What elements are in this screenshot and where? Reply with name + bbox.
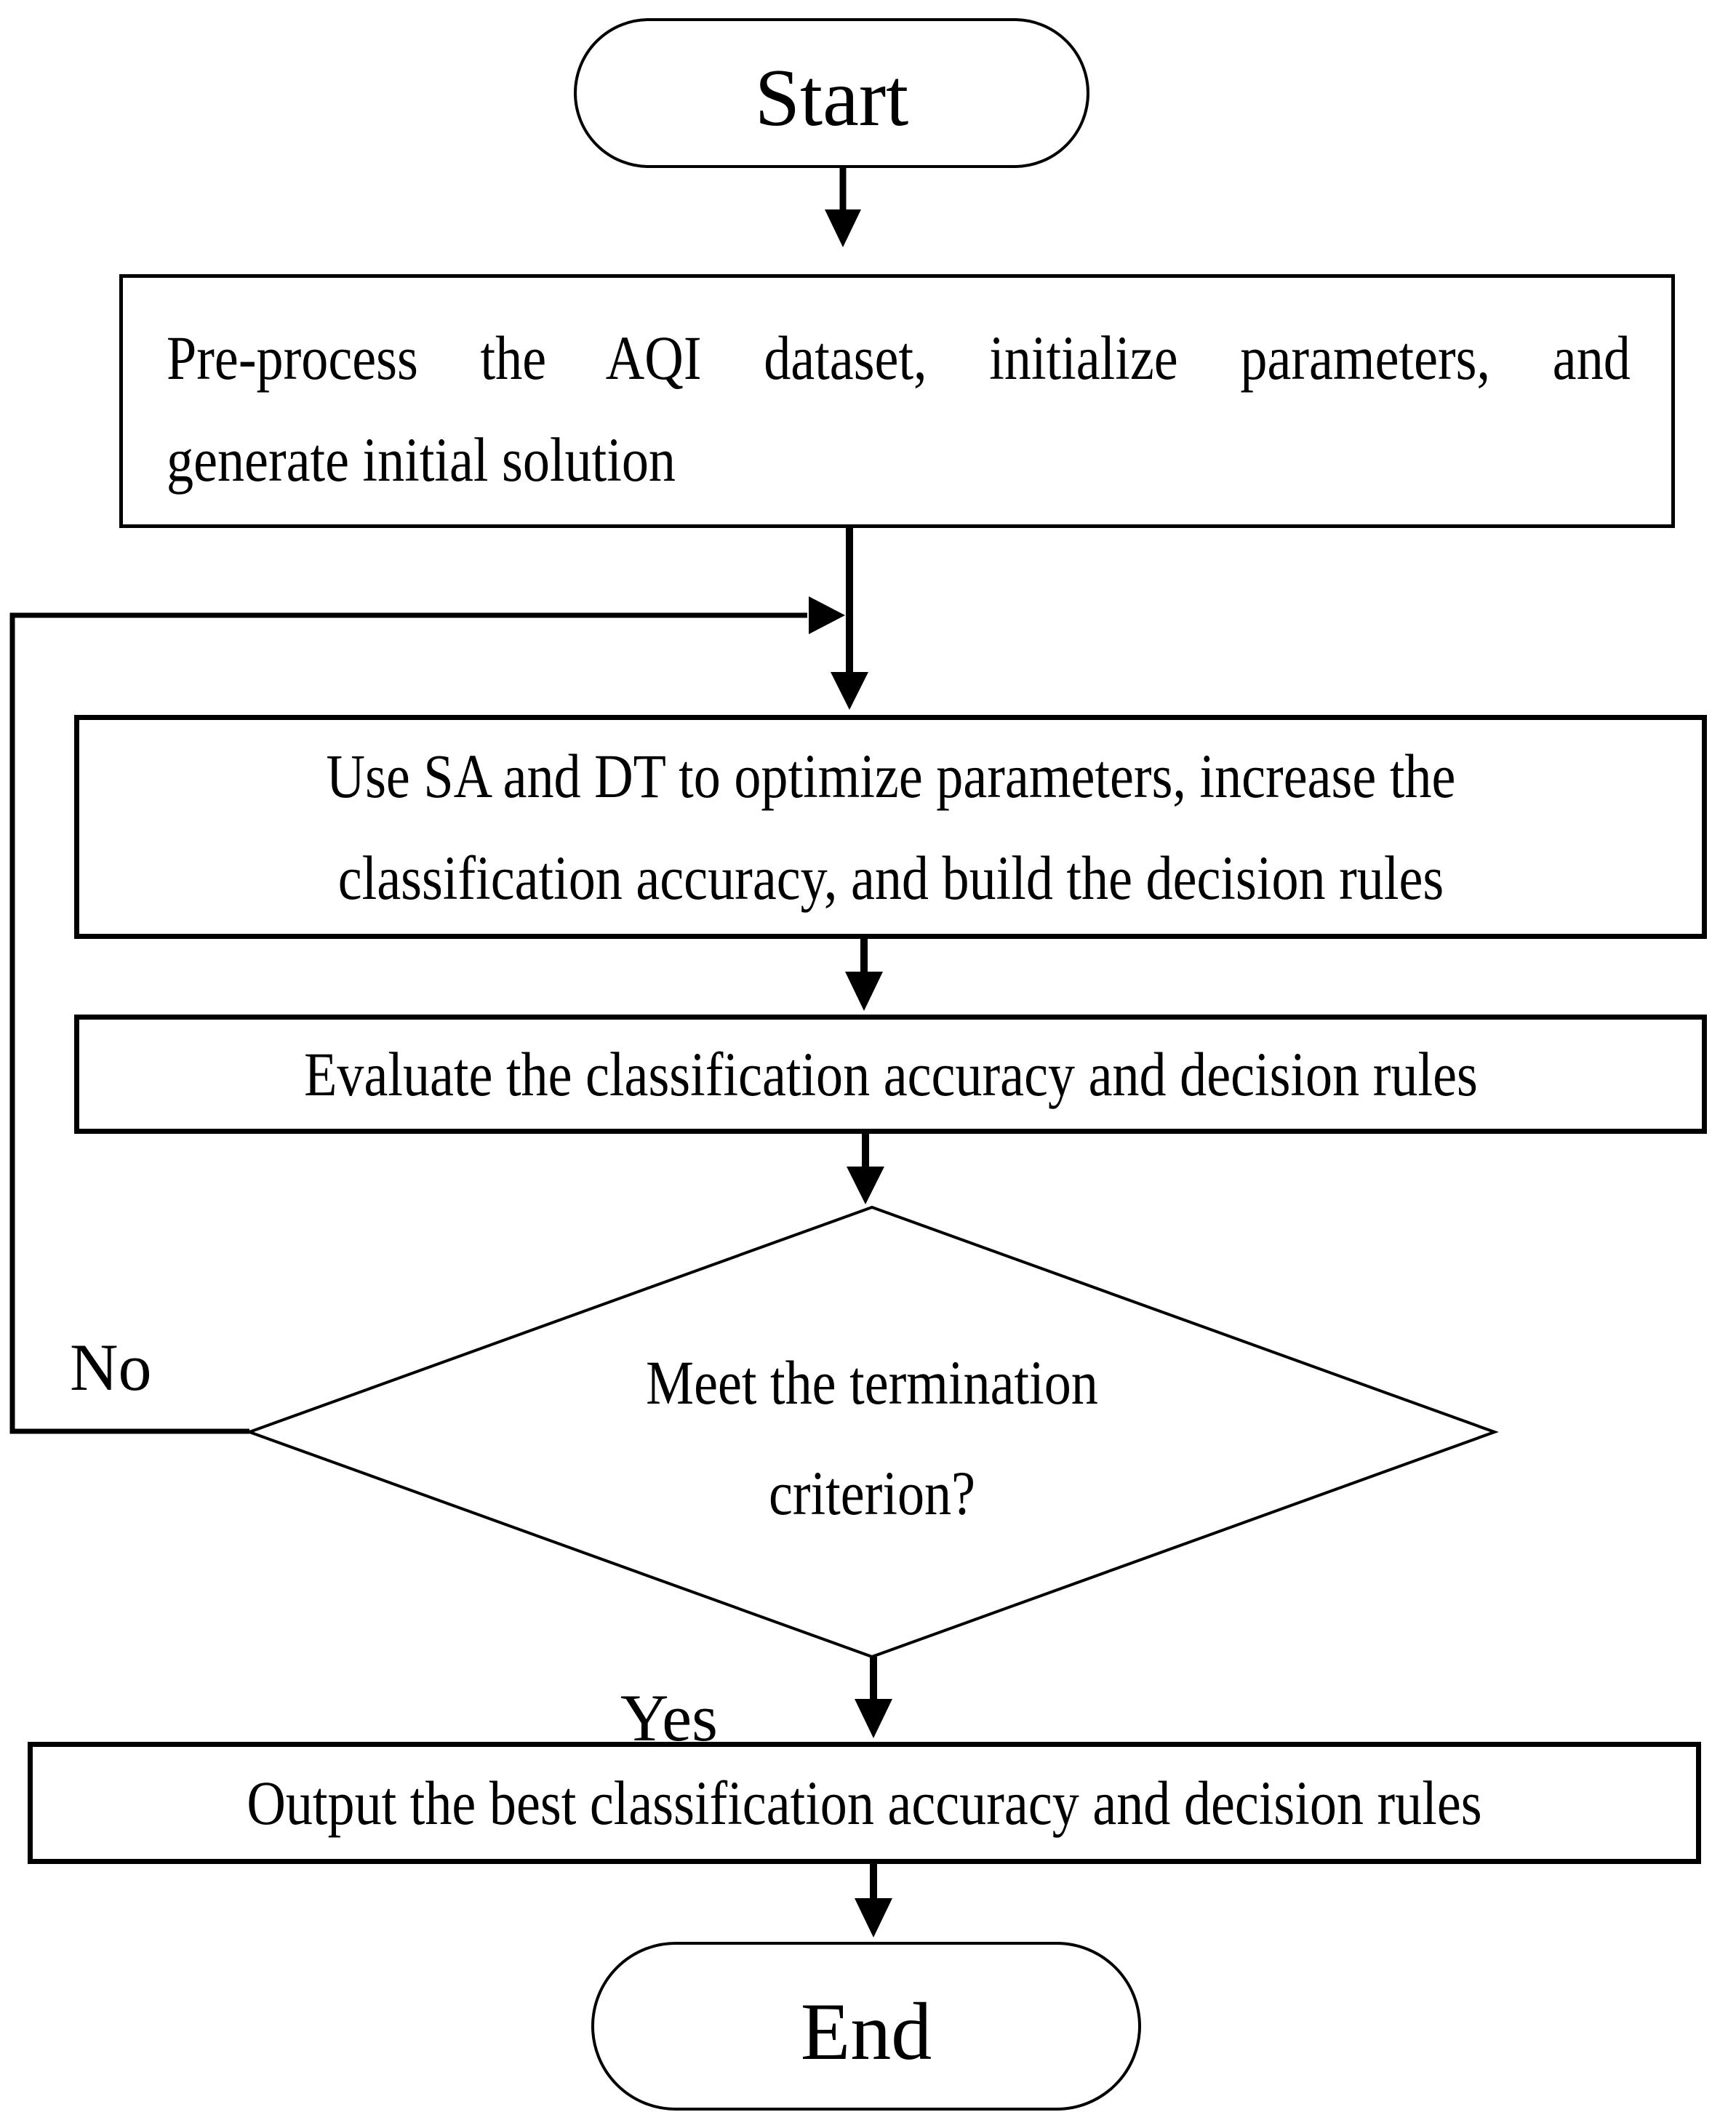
arrow-output-to-end — [855, 1863, 892, 1937]
output-box: Output the best classification accuracy … — [28, 1742, 1701, 1864]
preprocess-box: Pre-process the AQI dataset, initialize … — [119, 274, 1675, 528]
output-label: Output the best classification accuracy … — [247, 1768, 1482, 1838]
end-label: End — [800, 1987, 932, 2077]
end-terminator: End — [591, 1942, 1141, 2111]
start-terminator: Start — [574, 18, 1089, 168]
decision-line2: criterion? — [768, 1458, 976, 1528]
arrow-optimize-to-evaluate — [845, 939, 883, 1011]
evaluate-box: Evaluate the classification accuracy and… — [74, 1015, 1707, 1134]
arrow-preprocess-to-optimize — [831, 528, 868, 710]
no-branch-label: No — [70, 1330, 152, 1404]
preprocess-line2: generate initial solution — [167, 425, 676, 495]
no-loop-connector — [9, 596, 845, 1434]
optimize-line1: Use SA and DT to optimize parameters, in… — [326, 741, 1455, 811]
start-label: Start — [754, 53, 909, 143]
evaluate-label: Evaluate the classification accuracy and… — [303, 1039, 1478, 1109]
decision-label: Meet the termination criterion? — [399, 1327, 1345, 1548]
optimize-box: Use SA and DT to optimize parameters, in… — [74, 715, 1707, 939]
decision-line1: Meet the termination — [646, 1348, 1098, 1417]
arrow-decision-to-output — [855, 1657, 892, 1738]
arrow-start-to-preprocess — [825, 167, 861, 247]
arrow-evaluate-to-decision — [847, 1134, 884, 1204]
preprocess-line1: Pre-process the AQI dataset, initialize … — [167, 323, 1631, 393]
optimize-line2: classification accuracy, and build the d… — [337, 843, 1444, 913]
